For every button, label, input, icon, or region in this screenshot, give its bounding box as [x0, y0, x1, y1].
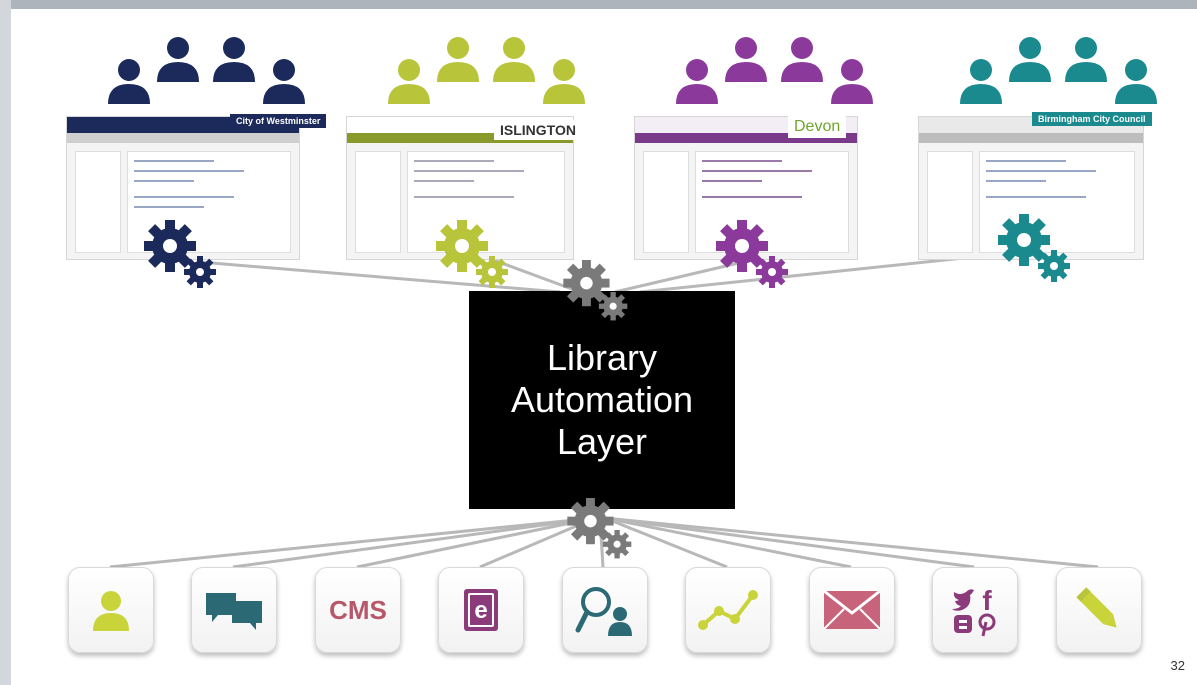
layer-title-line-2: Automation — [510, 379, 694, 420]
library-website-screenshot — [66, 116, 300, 260]
connector-line-westminster — [199, 260, 561, 294]
gear-icon — [144, 220, 216, 288]
ebook-icon-letter: e — [474, 597, 487, 624]
slide-top-border — [0, 0, 1197, 9]
tile-mail[interactable] — [809, 567, 895, 653]
gear-icon — [436, 220, 508, 288]
connector-line-tile-2 — [232, 516, 596, 569]
layer-title: Library Automation Layer — [469, 337, 735, 463]
chat-icon — [206, 593, 262, 630]
connector-line-islington — [479, 253, 581, 294]
tile-ebook[interactable]: e — [438, 567, 524, 653]
layer-title-line-3: Layer — [556, 421, 648, 462]
users-icon — [388, 37, 585, 104]
pinterest-icon — [978, 613, 996, 631]
tile-analytics[interactable] — [685, 567, 771, 653]
users-icon — [960, 37, 1157, 104]
facebook-icon: f — [982, 585, 992, 616]
council-badge: Birmingham City Council — [1032, 112, 1152, 126]
tile-search-user[interactable] — [562, 567, 648, 653]
slide-left-border — [0, 0, 11, 685]
gear-icon — [998, 214, 1070, 282]
user-icon — [93, 591, 129, 631]
tile-user[interactable] — [68, 567, 154, 653]
tile-pencil[interactable] — [1056, 567, 1142, 653]
twitter-icon — [952, 589, 974, 611]
search-user-icon — [575, 587, 632, 636]
social-icon: f — [952, 585, 996, 637]
gear-icon — [716, 220, 788, 288]
council-group-westminster: City of Westminster — [66, 30, 327, 292]
council-group-islington: ISLINGTON — [346, 30, 586, 292]
connector-line-tile-6 — [604, 516, 728, 569]
library-website-screenshot — [634, 116, 858, 260]
council-badge: City of Westminster — [230, 114, 327, 128]
connector-line-tile-8 — [604, 516, 975, 569]
ebook-icon: e — [464, 589, 498, 631]
council-badge: Devon — [788, 116, 847, 138]
library-automation-layer-box: Library Automation Layer — [469, 291, 735, 509]
connector-line-tile-9 — [604, 516, 1099, 569]
council-badge: ISLINGTON — [494, 120, 582, 140]
page-number: 32 — [1170, 658, 1185, 673]
blogger-icon — [954, 615, 972, 633]
connector-line-tile-1 — [109, 516, 596, 569]
layer-title-line-1: Library — [546, 337, 658, 378]
connector-line-tile-7 — [604, 516, 852, 569]
cms-icon: CMS — [329, 594, 387, 625]
connector-line-tile-3 — [356, 516, 596, 569]
gear-icon-bottom-gray — [567, 498, 632, 559]
council-group-birmingham: Birmingham City Council — [918, 30, 1158, 292]
council-group-devon: Devon — [634, 30, 874, 292]
users-icon — [676, 37, 873, 104]
pencil-icon — [1076, 587, 1117, 628]
tile-cms[interactable]: CMS — [315, 567, 401, 653]
tile-chat[interactable] — [191, 567, 277, 653]
tile-social[interactable]: f — [932, 567, 1018, 653]
mail-icon — [823, 589, 881, 630]
connector-line-devon — [614, 256, 761, 294]
users-icon — [108, 37, 305, 104]
gear-icon-top-gray — [563, 260, 628, 321]
analytics-icon — [698, 590, 758, 630]
